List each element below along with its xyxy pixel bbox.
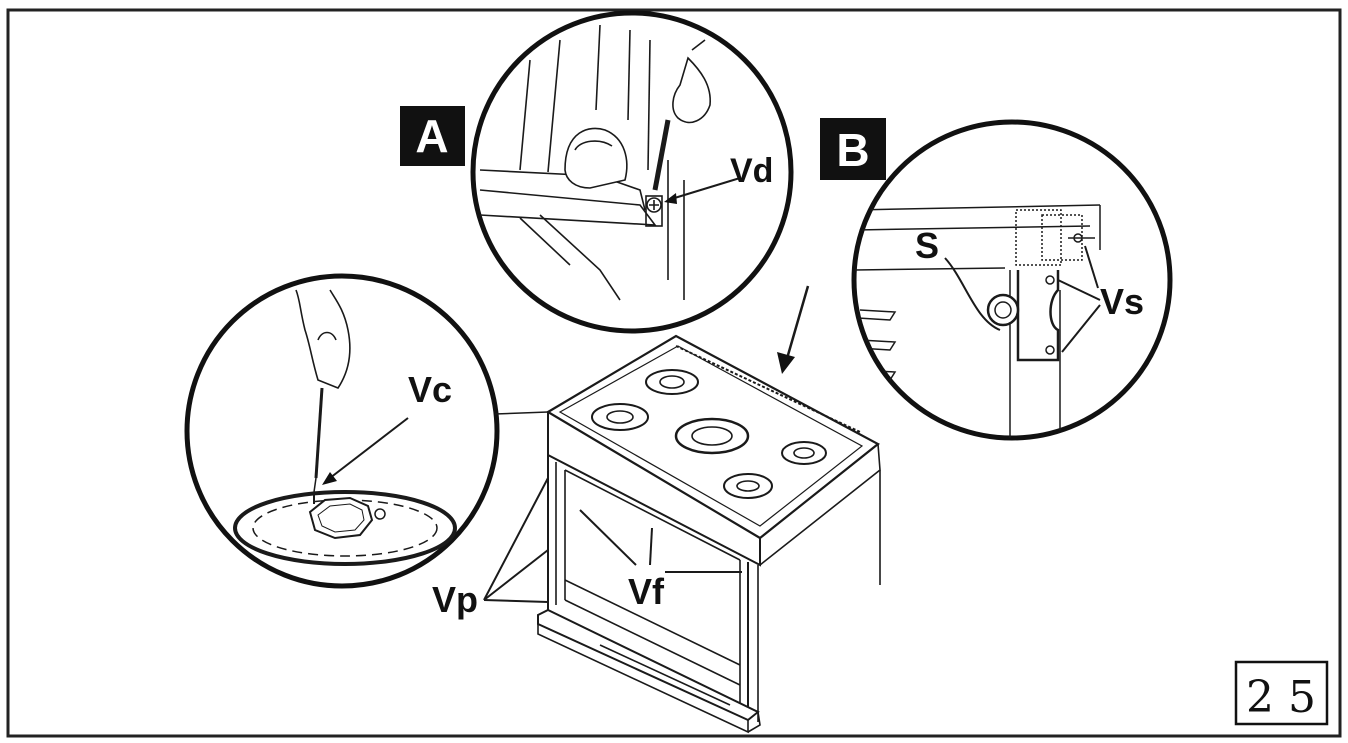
vp-label: Vp bbox=[432, 579, 478, 620]
vp-leaders bbox=[483, 477, 549, 603]
page-frame bbox=[6, 8, 1342, 738]
vs-label: Vs bbox=[1100, 281, 1144, 322]
vf-leaders bbox=[579, 509, 742, 573]
page-number: 2 5 bbox=[1246, 672, 1316, 723]
detail-a-label: A bbox=[415, 110, 448, 162]
cooktop-assembly bbox=[537, 334, 881, 734]
detail-b-badge: B bbox=[820, 118, 886, 180]
page-number-box: 2 5 bbox=[1234, 660, 1329, 726]
detail-b-circle bbox=[851, 119, 1173, 441]
vc-label: Vc bbox=[408, 369, 452, 410]
vd-label: Vd bbox=[730, 152, 773, 190]
detail-a-badge: A bbox=[400, 106, 465, 166]
vf-label: Vf bbox=[628, 571, 665, 612]
s-label: S bbox=[915, 225, 939, 266]
detail-a-circle bbox=[470, 10, 794, 334]
detail-c-circle bbox=[184, 273, 500, 589]
detail-b-label: B bbox=[836, 124, 869, 176]
